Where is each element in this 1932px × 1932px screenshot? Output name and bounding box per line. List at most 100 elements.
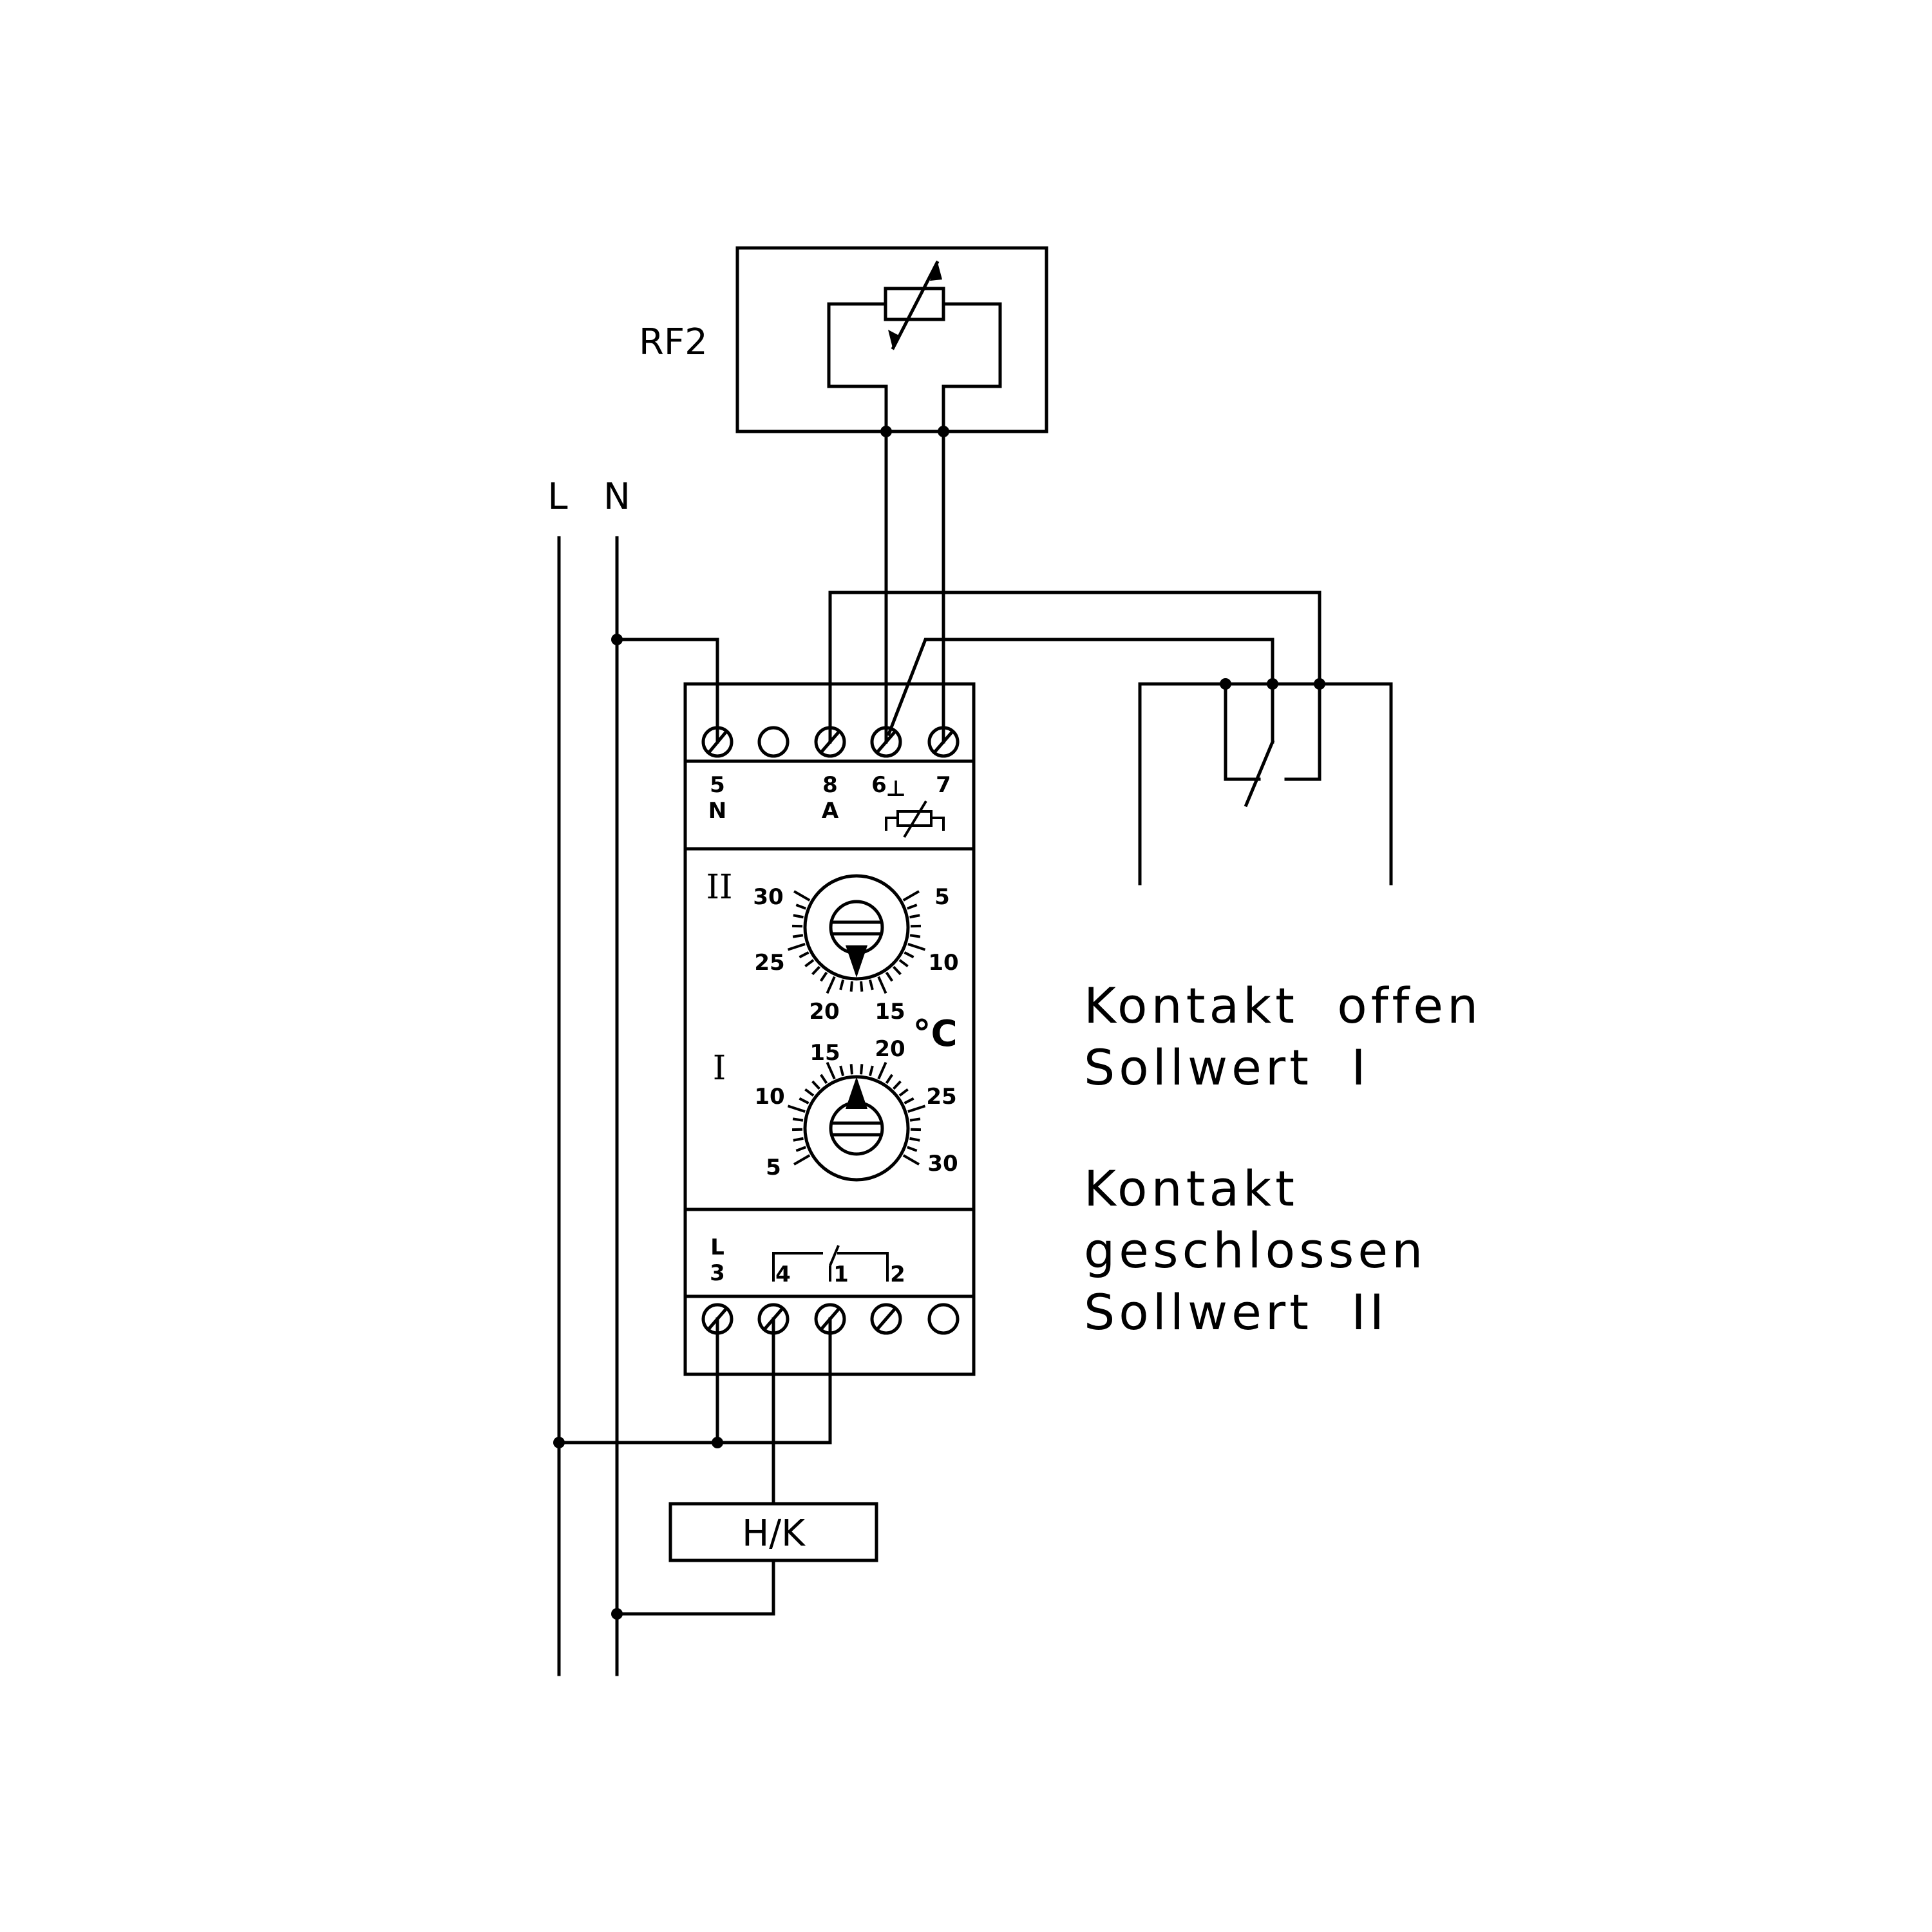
dial-i-tick-mark [909, 1137, 920, 1142]
wire-t6-to-switch [886, 638, 1274, 737]
setpoint-dial-ii: II 30 5 25 10 20 15 [706, 868, 958, 1025]
dial-i-tick-20: 20 [875, 1036, 905, 1062]
screw-terminal-2[interactable] [870, 1303, 902, 1335]
sensor-label: RF2 [639, 321, 708, 363]
dial-i-tick-mark [868, 1065, 874, 1077]
switch-frame [1138, 682, 1393, 886]
dial-ii-tick-mark [799, 951, 810, 959]
wiring [557, 430, 1321, 1616]
terminal-4-number: 4 [775, 1262, 791, 1287]
dial-i-tick-mark [907, 1104, 926, 1113]
junction-n-bottom [611, 1608, 623, 1620]
dial-ii-tick-20: 20 [809, 999, 839, 1025]
screw-terminal-4[interactable] [757, 1303, 790, 1335]
junction-sensor-right [938, 426, 949, 437]
dial-ii-tick-mark [795, 904, 806, 910]
junction-sensor-left [880, 426, 892, 437]
terminal-6-ground-symbol: ⊥ [886, 776, 905, 802]
dial-ii-tick-10: 10 [928, 950, 958, 976]
dial-i-tick-mark [849, 1064, 853, 1075]
screw-terminal-7[interactable] [927, 726, 960, 758]
wire-t3-to-l [557, 1317, 832, 1444]
dial-i-roman: I [713, 1049, 726, 1088]
switch-left-terminal [1224, 682, 1261, 781]
blank-terminal [757, 726, 790, 758]
dial-i-tick-mark [885, 1074, 894, 1084]
wire-load-to-n [615, 1558, 775, 1616]
wire-t8-to-switch [828, 591, 1321, 744]
dial-ii-tick-mark [839, 979, 845, 990]
dial-i-tick-mark [819, 1074, 828, 1084]
thermistor-lead-left [827, 302, 888, 433]
dial-ii-tick-15: 15 [875, 999, 905, 1025]
wire-n-to-t5 [615, 638, 719, 744]
junction-switch-1 [1220, 678, 1231, 690]
switch-blade [1244, 739, 1275, 808]
dial-i-tick-10: 10 [754, 1084, 784, 1110]
junction-switch-2 [1267, 678, 1278, 690]
top-terminal-labels: 5 N 8 A 6 ⊥ 7 [708, 772, 951, 838]
thermistor-arrow-head-bottom [888, 330, 900, 350]
dial-ii-tick-5: 5 [934, 884, 950, 910]
screw-terminal-5[interactable] [701, 726, 734, 758]
blank-terminal-bottom [927, 1303, 960, 1335]
dial-i-tick-mark [826, 1061, 836, 1080]
neutral-label: N [603, 476, 630, 518]
junction-t3 [712, 1437, 723, 1448]
dial-ii-tick-mark [811, 965, 820, 976]
dial-i-tick-mark [811, 1080, 820, 1090]
dial-i-pointer [846, 1077, 867, 1109]
junction-switch-3 [1314, 678, 1325, 690]
dial-i-tick-mark [839, 1065, 845, 1077]
dial-i-tick-mark [799, 1097, 810, 1104]
dial-i-scale [787, 1061, 926, 1166]
dial-i-tick-15: 15 [810, 1040, 840, 1066]
note-closed-line2: geschlossen [1084, 1222, 1426, 1279]
dial-i-tick-mark [804, 1088, 815, 1097]
screw-terminal-1[interactable] [814, 1303, 846, 1335]
note-open-line1: Kontakt offen [1084, 977, 1482, 1034]
dial-i-tick-25: 25 [926, 1084, 956, 1110]
bottom-terminal-labels: L 3 4 1 2 [710, 1235, 905, 1287]
dial-ii-pointer [846, 945, 867, 978]
thermistor-lead-right [942, 302, 1002, 433]
terminal-5-number: 5 [710, 772, 725, 798]
dial-i-tick-mark [909, 1117, 921, 1122]
dial-i-tick-mark [860, 1064, 864, 1075]
terminal-1-number: 1 [833, 1262, 849, 1287]
dial-ii-tick-30: 30 [753, 884, 783, 910]
thermistor-variable-arrow [891, 260, 940, 350]
dial-ii-tick-mark [868, 979, 874, 990]
dial-ii-tick-mark [885, 971, 894, 982]
switch-right-terminal [1284, 682, 1321, 781]
bottom-terminal-row [701, 1303, 960, 1335]
external-switch [1138, 682, 1393, 886]
dial-i-tick-mark [792, 1117, 804, 1122]
terminal-3-name: L [710, 1235, 724, 1260]
dial-ii-tick-mark [860, 981, 864, 992]
line-label: L [547, 476, 567, 518]
screw-terminal-6[interactable] [870, 726, 902, 758]
explanatory-notes: Kontakt offen Sollwert I Kontakt geschlo… [1084, 977, 1482, 1341]
dial-i-tick-mark [898, 1088, 909, 1097]
dial-ii-tick-25: 25 [754, 950, 784, 976]
load-label: H/K [742, 1513, 806, 1555]
dial-ii-tick-mark [819, 971, 828, 982]
setpoint-dial-i: I 15 20 10 25 5 30 [713, 1036, 958, 1182]
dial-ii-tick-mark [793, 914, 804, 919]
terminal-7-number: 7 [936, 772, 951, 798]
dial-i-knob[interactable] [829, 1101, 884, 1156]
note-closed-line1: Kontakt [1084, 1160, 1298, 1217]
dial-ii-roman: II [706, 868, 732, 907]
dial-i-tick-mark [877, 1061, 887, 1080]
junction-l-bottom [553, 1437, 565, 1448]
dial-i-tick-mark [787, 1104, 806, 1113]
unit-label: °C [913, 1013, 957, 1055]
controller-housing [683, 682, 976, 1376]
terminal-3-number: 3 [710, 1260, 725, 1286]
screw-terminal-3[interactable] [701, 1303, 734, 1335]
dial-ii-tick-mark [793, 890, 811, 902]
screw-terminal-8[interactable] [814, 726, 846, 758]
supply-rails: L N [547, 476, 630, 1676]
